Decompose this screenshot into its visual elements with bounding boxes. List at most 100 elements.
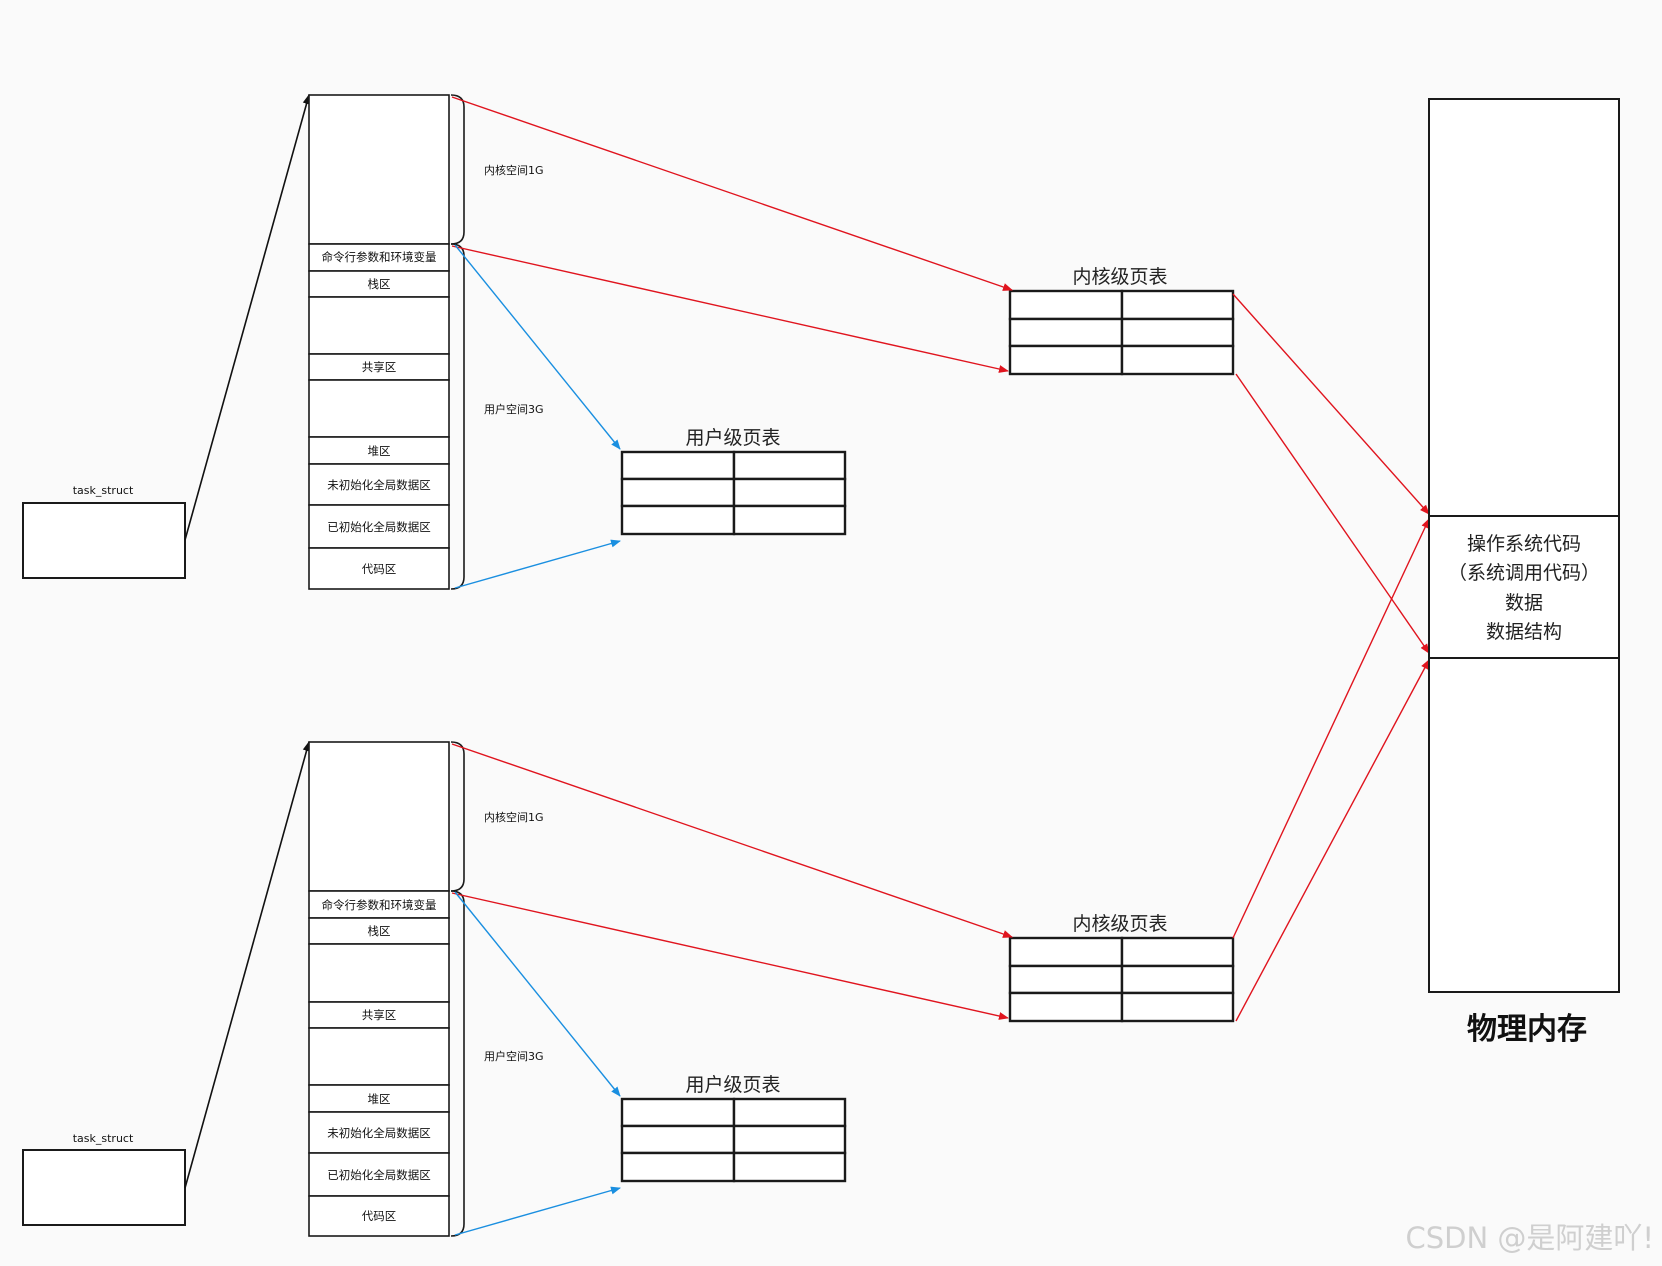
segment-heap [308,1084,450,1113]
kernel-space-block [308,741,450,892]
user-page-table: 用户级页表 [620,427,847,536]
segment-gap [308,296,450,355]
kernel-space-to-kernel-table-arrow [451,96,1013,291]
segment-gap [308,943,450,1003]
kernel-table-to-memory-arrow [1235,659,1430,1022]
table-cell [1008,936,1124,968]
segment-heap [308,436,450,465]
task-to-address-space-arrow [184,94,311,541]
virtual-address-space: 命令行参数和环境变量 栈区 共享区 堆区 未初始化全局数据区 已初始化全局数据区… [308,741,544,1237]
segment-label: 已初始化全局数据区 [327,520,431,534]
physical-memory: 操作系统代码 （系统调用代码） 数据 数据结构 物理内存 [1428,98,1620,1047]
segment-label: 堆区 [368,1092,391,1106]
segment-cmdline-env [308,890,450,919]
kernel-space-to-kernel-table-arrow [451,245,1009,373]
table-cell [1120,964,1235,995]
segment-label: 未初始化全局数据区 [327,1126,431,1140]
segment-cmdline-env [308,243,450,272]
kernel-space-to-kernel-table-arrow [451,743,1013,938]
kernel-space-to-kernel-table-arrow [451,892,1009,1020]
segment-label: 命令行参数和环境变量 [322,898,437,912]
segment-label: 栈区 [368,924,391,938]
process-group-1: task_struct 命令行参数和环境变量 栈区 共享区 堆区 未初始化全局数… [22,94,1430,654]
kernel-page-table-label: 内核级页表 [1072,913,1167,935]
kernel-page-table-label: 内核级页表 [1072,266,1167,288]
os-region-line: 数据结构 [1486,621,1562,643]
user-space-to-user-table-arrow [454,891,621,1097]
table-cell [732,1124,847,1155]
table-cell [620,504,736,536]
table-cell [732,477,847,508]
user-page-table-label: 用户级页表 [685,1074,780,1096]
task-struct-box [22,502,186,579]
kernel-space-brace [450,94,465,245]
task-struct-label: task_struct [73,1132,134,1145]
table-cell [620,1124,736,1155]
table-cell [1120,317,1235,348]
segment-shared [308,1001,450,1029]
kernel-space-label: 内核空间1G [484,163,544,177]
physical-memory-title: 物理内存 [1467,1012,1587,1047]
table-cell [1008,344,1124,376]
table-cell [620,477,736,508]
physical-memory-box [1428,98,1620,993]
segment-gap [308,1027,450,1086]
table-cell [1120,936,1235,968]
table-cell [1008,964,1124,995]
user-space-label: 用户空间3G [484,402,544,416]
table-cell [620,450,736,481]
table-cell [1120,289,1235,321]
task-to-address-space-arrow [184,741,311,1189]
kernel-page-table: 内核级页表 [1008,913,1235,1023]
segment-label: 共享区 [362,1008,397,1022]
segment-label: 未初始化全局数据区 [327,478,431,492]
segment-label: 代码区 [362,562,397,576]
segment-text [308,1195,450,1237]
kernel-table-to-memory-arrow [1232,518,1430,939]
kernel-space-brace [450,741,465,892]
user-space-to-user-table-arrow [454,1186,621,1236]
virtual-address-space: 命令行参数和环境变量 栈区 共享区 堆区 未初始化全局数据区 已初始化全局数据区… [308,94,544,590]
user-page-table: 用户级页表 [620,1074,847,1183]
task-struct-box [22,1149,186,1226]
segment-data [308,504,450,549]
segment-gap [308,379,450,438]
segment-label: 堆区 [368,444,391,458]
table-cell [732,504,847,536]
user-space-brace [450,243,465,590]
segment-label: 已初始化全局数据区 [327,1168,431,1182]
os-region-line: 操作系统代码 [1467,533,1581,555]
table-cell [1008,991,1124,1023]
table-cell [732,450,847,481]
watermark: CSDN @是阿建吖! [1405,1221,1654,1255]
kernel-page-table: 内核级页表 [1008,266,1235,376]
kernel-space-block [308,94,450,245]
segment-text [308,547,450,590]
table-cell [620,1097,736,1128]
os-region-line: （系统调用代码） [1448,562,1600,584]
segment-label: 命令行参数和环境变量 [322,250,437,264]
table-cell [1008,317,1124,348]
kernel-table-to-memory-arrow [1232,293,1430,515]
table-cell [732,1097,847,1128]
user-space-brace [450,890,465,1237]
task-struct-label: task_struct [73,484,134,497]
kernel-table-to-memory-arrow [1235,373,1430,654]
table-cell [732,1151,847,1183]
table-cell [1120,991,1235,1023]
segment-label: 共享区 [362,360,397,374]
user-page-table-label: 用户级页表 [685,427,780,449]
process-group-2: task_struct 命令行参数和环境变量 栈区 共享区 堆区 未初始化全局数… [22,518,1430,1237]
user-space-to-user-table-arrow [454,539,621,589]
user-space-to-user-table-arrow [454,244,621,450]
user-space-label: 用户空间3G [484,1049,544,1063]
table-cell [1008,289,1124,321]
table-cell [620,1151,736,1183]
segment-label: 栈区 [368,277,391,291]
segment-bss [308,1111,450,1154]
table-cell [1120,344,1235,376]
segment-label: 代码区 [362,1209,397,1223]
os-region-line: 数据 [1505,592,1543,614]
kernel-space-label: 内核空间1G [484,810,544,824]
